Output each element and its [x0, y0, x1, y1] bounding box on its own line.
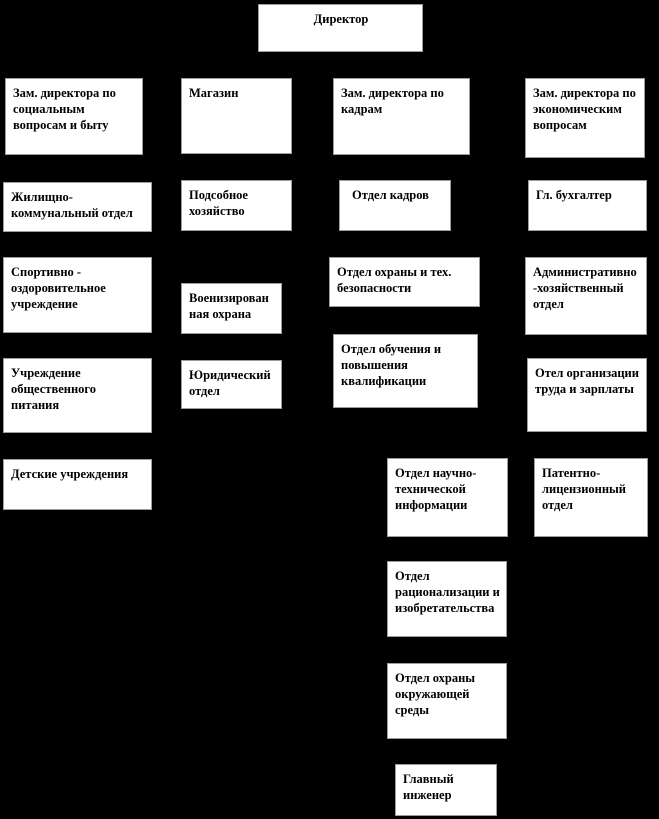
- org-node-chief-accountant: Гл. бухгалтер: [528, 180, 647, 231]
- org-node-housing-communal-dept: Жилищно-коммунальный отдел: [3, 182, 152, 232]
- org-node-public-catering-institution: Учреждение общественного питания: [3, 358, 152, 433]
- org-node-training-qualification-dept: Отдел обучения и повышения квалификации: [333, 334, 478, 408]
- org-node-patent-license-dept: Патентно-лицензионный отдел: [534, 458, 648, 537]
- org-node-admin-economic-dept: Административно-хозяйственный отдел: [525, 257, 647, 335]
- org-node-labor-organization-dept: Отел организации труда и зарплаты: [527, 358, 647, 432]
- org-node-sci-tech-info-dept: Отдел научно-технической информации: [387, 458, 508, 537]
- org-node-labor-safety-dept: Отдел охраны и тех. безопасности: [329, 257, 480, 307]
- org-node-store: Магазин: [181, 78, 292, 154]
- org-node-deputy-director-social: Зам. директора по социальным вопросам и …: [5, 78, 143, 155]
- org-node-paramilitary-guard: Военизированная охрана: [181, 283, 282, 334]
- org-node-environment-protection-dept: Отдел охраны окружающей среды: [387, 663, 507, 739]
- org-node-subsidiary-farm: Подсобное хозяйство: [181, 180, 292, 231]
- org-node-rationalization-dept: Отдел рационализации и изобретательства: [387, 561, 507, 637]
- org-node-hr-dept: Отдел кадров: [339, 180, 451, 231]
- org-node-deputy-director-hr: Зам. директора по кадрам: [333, 78, 470, 155]
- org-node-children-institutions: Детские учреждения: [3, 459, 152, 510]
- org-node-legal-dept: Юридический отдел: [181, 360, 282, 409]
- org-node-director: Директор: [258, 4, 423, 52]
- org-node-sport-health-institution: Спортивно - оздоровительное учреждение: [3, 257, 152, 333]
- org-node-deputy-director-economics: Зам. директора по экономическим вопросам: [525, 78, 645, 158]
- org-node-chief-engineer: Главный инженер: [395, 764, 497, 816]
